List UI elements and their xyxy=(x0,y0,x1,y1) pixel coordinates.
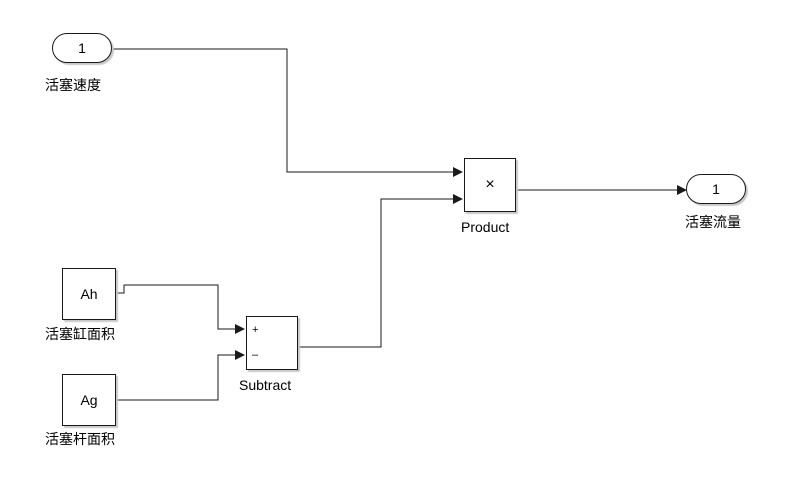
subtract-plus-sign: + xyxy=(252,324,259,336)
constant-ah-block[interactable]: Ah xyxy=(62,268,116,320)
multiply-icon: × xyxy=(485,176,495,193)
outport-block[interactable]: 1 xyxy=(686,174,746,204)
constant-ag-value: Ag xyxy=(80,392,98,408)
line-ah-to-subtract[interactable] xyxy=(116,284,245,334)
subtract-label: Subtract xyxy=(239,377,292,393)
constant-ah-value: Ah xyxy=(80,286,98,302)
subtract-minus-sign: – xyxy=(252,349,259,361)
line-subtract-to-product[interactable] xyxy=(298,194,463,348)
outport-number: 1 xyxy=(712,181,720,197)
inport-label: 活塞速度 xyxy=(45,78,101,94)
constant-ag-block[interactable]: Ag xyxy=(62,374,116,426)
outport-label: 活塞流量 xyxy=(685,215,741,231)
constant-ag-label: 活塞杆面积 xyxy=(45,432,115,448)
line-ag-to-subtract[interactable] xyxy=(116,350,245,401)
product-block[interactable]: × xyxy=(464,158,516,212)
line-speed-to-product[interactable] xyxy=(112,48,463,177)
product-label: Product xyxy=(461,219,510,235)
constant-ah-label: 活塞缸面积 xyxy=(45,327,115,343)
inport-block[interactable]: 1 xyxy=(52,33,112,63)
inport-number: 1 xyxy=(78,40,86,56)
subtract-block[interactable]: + – xyxy=(246,316,298,370)
